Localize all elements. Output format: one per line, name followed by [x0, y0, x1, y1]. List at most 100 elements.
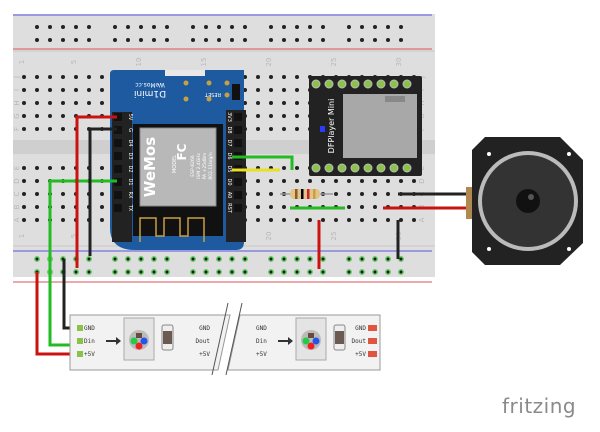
wemos-pin[interactable]: [114, 126, 122, 134]
dfplayer-pin[interactable]: [324, 79, 334, 89]
wemos-pin-label: D7: [226, 139, 232, 146]
row-label: A: [13, 217, 21, 222]
wemos-pin[interactable]: [114, 204, 122, 212]
wemos-pin[interactable]: [114, 152, 122, 160]
breadboard-hole: [48, 75, 52, 79]
speaker[interactable]: [466, 137, 583, 265]
breadboard-hole: [360, 205, 364, 209]
column-label: 5: [70, 234, 78, 238]
breadboard-hole: [321, 179, 325, 183]
breadboard-hole: [35, 179, 39, 183]
dfplayer-mini[interactable]: DFPlayer Mini: [309, 76, 422, 176]
wemos-pin[interactable]: [114, 165, 122, 173]
breadboard-hole: [269, 218, 273, 222]
strip-pad[interactable]: [77, 325, 83, 331]
dfplayer-pin[interactable]: [402, 79, 412, 89]
strip-pad[interactable]: [368, 351, 377, 357]
rail-hole: [216, 269, 222, 275]
dfplayer-pin[interactable]: [363, 79, 373, 89]
dfplayer-pin[interactable]: [311, 163, 321, 173]
rail-hole: [48, 25, 52, 29]
dfplayer-pin[interactable]: [350, 163, 360, 173]
breadboard-hole: [321, 218, 325, 222]
breadboard-hole: [282, 75, 286, 79]
wemos-pin[interactable]: [114, 113, 122, 121]
rail-hole: [359, 256, 365, 262]
dfplayer-pin[interactable]: [324, 163, 334, 173]
rail-hole: [282, 38, 286, 42]
rail-hole: [230, 38, 234, 42]
breadboard-hole: [295, 179, 299, 183]
dfplayer-pin[interactable]: [402, 163, 412, 173]
column-label: 20: [265, 232, 273, 241]
wemos-pin[interactable]: [234, 191, 242, 199]
rail-hole: [125, 256, 131, 262]
breadboard-hole: [386, 218, 390, 222]
strip-in-label: +5V: [256, 351, 267, 358]
breadboard-hole: [282, 205, 286, 209]
rail-hole: [347, 38, 351, 42]
breadboard-hole: [22, 218, 26, 222]
wemos-pin[interactable]: [234, 178, 242, 186]
dfplayer-pin[interactable]: [376, 163, 386, 173]
breadboard-hole: [256, 179, 260, 183]
breadboard-hole: [295, 75, 299, 79]
dfplayer-pin[interactable]: [389, 163, 399, 173]
module-model: MODEL: [172, 155, 178, 173]
wemos-pin-label: D0: [226, 178, 232, 185]
wemos-pin-label: D6: [226, 152, 232, 159]
strip-pad[interactable]: [77, 351, 83, 357]
breadboard-hole: [61, 218, 65, 222]
breadboard-hole: [360, 218, 364, 222]
strip-pad[interactable]: [77, 338, 83, 344]
wemos-pin[interactable]: [114, 191, 122, 199]
rail-hole: [269, 38, 273, 42]
resistor-band: [301, 189, 304, 199]
rail-hole: [243, 38, 247, 42]
rail-hole: [165, 38, 169, 42]
rail-hole: [61, 38, 65, 42]
breadboard-hole: [61, 127, 65, 131]
rail-hole: [321, 25, 325, 29]
breadboard-hole: [48, 88, 52, 92]
wemos-pin[interactable]: [234, 126, 242, 134]
breadboard-hole: [269, 114, 273, 118]
rail-hole: [229, 269, 235, 275]
breadboard-hole: [269, 75, 273, 79]
column-label: 10: [135, 58, 143, 67]
fritzing-logo: fritzing: [502, 394, 577, 418]
strip-pad[interactable]: [368, 338, 377, 344]
wemos-pin[interactable]: [234, 139, 242, 147]
rail-hole: [307, 269, 313, 275]
wemos-pin[interactable]: [114, 139, 122, 147]
sd-card-slot: [343, 94, 417, 158]
breadboard-hole: [22, 88, 26, 92]
resistor[interactable]: [280, 189, 333, 199]
breadboard-hole: [100, 75, 104, 79]
dfplayer-pin[interactable]: [337, 163, 347, 173]
dfplayer-pin[interactable]: [363, 163, 373, 173]
wemos-pin[interactable]: [114, 178, 122, 186]
breadboard-hole: [412, 218, 416, 222]
dfplayer-pin[interactable]: [376, 79, 386, 89]
dfplayer-pin[interactable]: [311, 79, 321, 89]
rail-hole: [294, 256, 300, 262]
dfplayer-pin[interactable]: [337, 79, 347, 89]
dfplayer-pin[interactable]: [350, 79, 360, 89]
rail-hole: [203, 269, 209, 275]
strip-pad[interactable]: [368, 325, 377, 331]
breadboard-hole: [22, 114, 26, 118]
dfplayer-pin[interactable]: [389, 79, 399, 89]
wemos-pin[interactable]: [234, 113, 242, 121]
wemos-pin-label: D8: [226, 126, 232, 133]
breadboard-hole: [282, 218, 286, 222]
module-text: ISM 2.4GHz: [196, 152, 202, 179]
breadboard-hole: [61, 166, 65, 170]
bottom-power-rail: [13, 250, 432, 283]
wemos-pin[interactable]: [234, 204, 242, 212]
fcc-logo: FC: [175, 143, 189, 160]
breadboard-hole: [87, 75, 91, 79]
